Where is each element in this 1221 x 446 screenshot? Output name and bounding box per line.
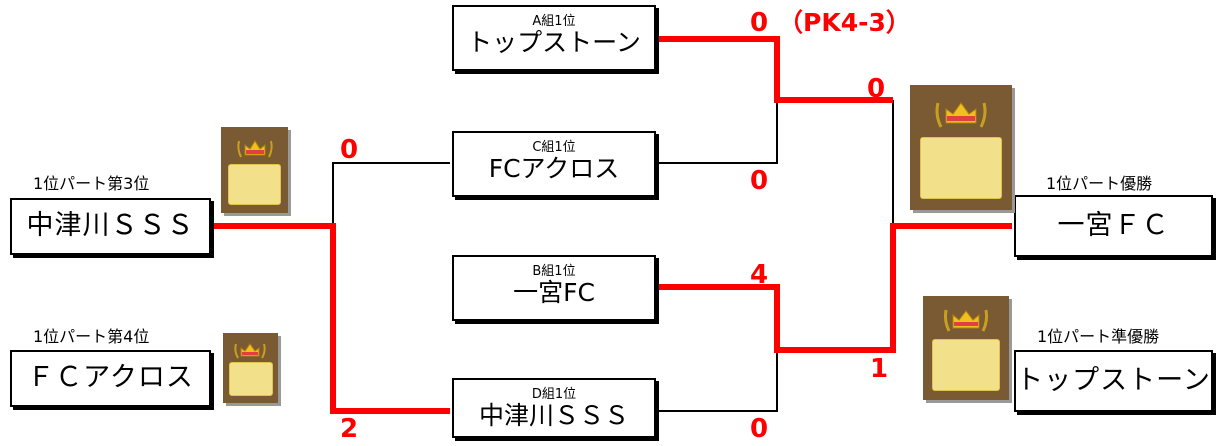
group-c-box: C組1位 FCアクロス bbox=[452, 131, 656, 197]
group-d-team: 中津川ＳＳＳ bbox=[478, 401, 629, 430]
group-a-label: A組1位 bbox=[532, 14, 576, 29]
group-c-team: FCアクロス bbox=[488, 154, 620, 183]
fourth-place-caption: 1位パート第4位 bbox=[33, 327, 150, 346]
group-b-label: B組1位 bbox=[532, 264, 576, 279]
score-b: 4 bbox=[750, 260, 769, 290]
runner-up-plaque bbox=[923, 296, 1009, 400]
line-c-to-final bbox=[658, 100, 778, 164]
fourth-place-team: ＦＣアクロス bbox=[27, 362, 194, 393]
line-a-winner bbox=[658, 36, 893, 103]
score-c: 0 bbox=[750, 166, 769, 196]
fourth-place-box: ＦＣアクロス bbox=[10, 350, 211, 407]
score-final-top: 0 bbox=[867, 74, 886, 104]
champion-caption: 1位パート優勝 bbox=[1046, 174, 1153, 193]
champion-team: 一宮ＦＣ bbox=[1057, 210, 1170, 241]
champion-box: 一宮ＦＣ bbox=[1014, 195, 1213, 257]
runner-up-team: トップストーン bbox=[1016, 365, 1211, 396]
score-third-bottom: 2 bbox=[340, 414, 359, 444]
crown-icon bbox=[237, 140, 273, 158]
score-d: 0 bbox=[750, 414, 769, 444]
score-third-top: 0 bbox=[340, 135, 359, 165]
line-b-winner bbox=[658, 223, 1012, 353]
group-b-box: B組1位 一宮FC bbox=[452, 255, 656, 321]
group-b-team: 一宮FC bbox=[513, 278, 595, 307]
line-nakatsugawa-winner bbox=[213, 223, 450, 414]
group-c-label: C組1位 bbox=[532, 140, 576, 155]
pk-note: （PK4-3） bbox=[778, 8, 911, 37]
third-place-box: 中津川ＳＳＳ bbox=[10, 198, 211, 255]
group-a-team: トップストーン bbox=[467, 28, 641, 57]
third-place-plaque bbox=[221, 127, 288, 213]
line-acros-to-third bbox=[332, 162, 450, 226]
champion-plaque bbox=[910, 85, 1012, 210]
crown-icon bbox=[943, 309, 989, 332]
runner-up-box: トップストーン bbox=[1014, 350, 1213, 412]
group-d-box: D組1位 中津川ＳＳＳ bbox=[452, 378, 656, 438]
third-place-team: 中津川ＳＳＳ bbox=[26, 210, 195, 241]
runner-up-caption: 1位パート準優勝 bbox=[1037, 327, 1160, 346]
crown-icon bbox=[234, 343, 266, 359]
score-a: 0 bbox=[750, 8, 769, 38]
line-d-to-final bbox=[658, 350, 778, 412]
fourth-place-plaque bbox=[223, 333, 278, 403]
group-a-box: A組1位 トップストーン bbox=[452, 5, 656, 71]
third-place-caption: 1位パート第3位 bbox=[33, 174, 150, 193]
score-final-bottom: 1 bbox=[870, 354, 889, 384]
group-d-label: D組1位 bbox=[531, 387, 577, 402]
crown-icon bbox=[935, 102, 987, 128]
